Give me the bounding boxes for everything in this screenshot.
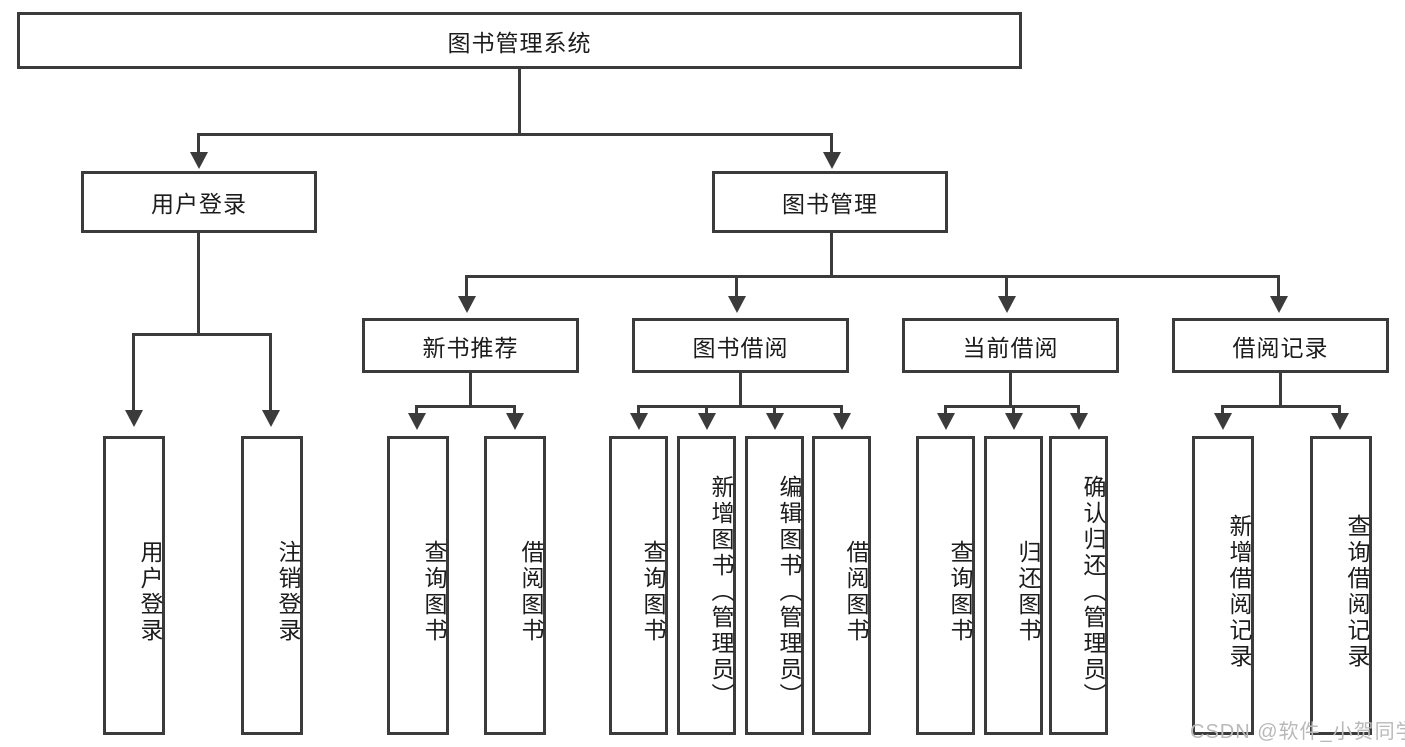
arrow-user-login-to-leaf-1	[125, 410, 143, 427]
node-current-borrow[interactable]: 当前借阅	[902, 318, 1119, 373]
connector-br-to-leaf-1	[1221, 405, 1224, 417]
connector-current-borrow-stem	[1009, 373, 1012, 407]
connector-bb-to-leaf-2	[705, 405, 708, 417]
node-leaf-query-borrow-record-label: 查询借阅记录	[1344, 513, 1370, 670]
node-leaf-confirm-return[interactable]: 确认归还（管理员）	[1049, 436, 1108, 735]
node-root[interactable]: 图书管理系统	[17, 12, 1022, 69]
arrow-root-to-user-login	[190, 152, 208, 169]
node-leaf-query-book-1[interactable]: 查询图书	[387, 436, 449, 735]
connector-bb-to-leaf-1	[637, 405, 640, 417]
connector-cb-to-leaf-2	[1012, 405, 1015, 417]
connector-user-login-stem	[197, 233, 200, 335]
arrow-bb-to-leaf-1	[630, 413, 648, 430]
connector-root-to-book-management	[830, 133, 833, 157]
node-borrow-record-label: 借阅记录	[1232, 334, 1329, 361]
connector-bm-to-new-book	[465, 275, 468, 299]
connector-root-bus	[197, 133, 833, 136]
connector-new-book-bus	[415, 405, 516, 408]
connector-nb-to-leaf-2	[513, 405, 516, 417]
connector-bb-to-leaf-3	[773, 405, 776, 417]
node-leaf-add-borrow-record-label: 新增借阅记录	[1226, 513, 1252, 670]
node-leaf-query-book-3[interactable]: 查询图书	[916, 436, 975, 735]
arrow-br-to-leaf-1	[1214, 413, 1232, 430]
node-user-login-label: 用户登录	[151, 191, 247, 217]
arrow-bm-to-current-borrow	[998, 296, 1016, 313]
connector-book-management-bus	[465, 275, 1280, 278]
node-leaf-query-book-2[interactable]: 查询图书	[609, 436, 668, 735]
node-leaf-confirm-return-label: 确认归还（管理员）	[1080, 474, 1106, 709]
connector-bm-to-book-borrow	[735, 275, 738, 299]
arrow-nb-to-leaf-2	[506, 413, 524, 430]
connector-borrow-record-stem	[1279, 373, 1282, 407]
node-leaf-borrow-book-2-label: 借阅图书	[843, 539, 869, 644]
node-book-borrow-label: 图书借阅	[692, 334, 789, 361]
connector-book-borrow-bus	[637, 405, 843, 408]
node-leaf-return-book[interactable]: 归还图书	[984, 436, 1043, 735]
node-book-management-label: 图书管理	[782, 191, 878, 217]
node-book-borrow[interactable]: 图书借阅	[632, 318, 849, 373]
arrow-root-to-book-management	[823, 152, 841, 169]
node-leaf-borrow-book-2[interactable]: 借阅图书	[812, 436, 871, 735]
arrow-bm-to-borrow-record	[1270, 296, 1288, 313]
node-new-book-recommend[interactable]: 新书推荐	[362, 318, 579, 373]
arrow-bb-to-leaf-2	[698, 413, 716, 430]
connector-root-to-user-login	[197, 133, 200, 157]
arrow-bb-to-leaf-3	[766, 413, 784, 430]
node-root-label: 图书管理系统	[447, 29, 592, 56]
arrow-nb-to-leaf-1	[408, 413, 426, 430]
arrow-user-login-to-leaf-2	[262, 410, 280, 427]
arrow-cb-to-leaf-2	[1005, 413, 1023, 430]
node-leaf-add-book[interactable]: 新增图书（管理员）	[677, 436, 736, 735]
connector-bb-to-leaf-4	[840, 405, 843, 417]
node-leaf-return-book-label: 归还图书	[1015, 539, 1041, 644]
connector-book-borrow-stem	[739, 373, 742, 407]
node-leaf-logout-login-label: 注销登录	[275, 539, 301, 644]
arrow-br-to-leaf-2	[1331, 413, 1349, 430]
connector-cb-to-leaf-1	[944, 405, 947, 417]
connector-bm-to-borrow-record	[1277, 275, 1280, 299]
node-user-login[interactable]: 用户登录	[81, 171, 317, 233]
connector-br-to-leaf-2	[1338, 405, 1341, 417]
connector-bm-to-current-borrow	[1005, 275, 1008, 299]
watermark-text: CSDN @软件_小贺同学	[1190, 721, 1405, 743]
node-current-borrow-label: 当前借阅	[962, 334, 1059, 361]
node-leaf-add-borrow-record[interactable]: 新增借阅记录	[1192, 436, 1254, 735]
node-leaf-borrow-book-1-label: 借阅图书	[518, 539, 544, 644]
node-leaf-user-login-label: 用户登录	[137, 539, 163, 644]
connector-borrow-record-bus	[1221, 405, 1341, 408]
arrow-cb-to-leaf-3	[1070, 413, 1088, 430]
node-leaf-query-book-1-label: 查询图书	[421, 539, 447, 644]
node-leaf-borrow-book-1[interactable]: 借阅图书	[484, 436, 546, 735]
node-leaf-query-borrow-record[interactable]: 查询借阅记录	[1310, 436, 1372, 735]
connector-nb-to-leaf-1	[415, 405, 418, 417]
connector-user-login-bus	[132, 333, 272, 336]
connector-new-book-stem	[469, 373, 472, 407]
connector-user-login-to-leaf-2	[269, 333, 272, 415]
connector-book-management-stem	[830, 233, 833, 277]
connector-user-login-to-leaf-1	[132, 333, 135, 415]
node-leaf-edit-book[interactable]: 编辑图书（管理员）	[745, 436, 804, 735]
node-leaf-query-book-3-label: 查询图书	[947, 539, 973, 644]
node-leaf-add-book-label: 新增图书（管理员）	[708, 474, 734, 709]
node-book-management[interactable]: 图书管理	[712, 171, 948, 233]
node-borrow-record[interactable]: 借阅记录	[1172, 318, 1389, 373]
node-leaf-query-book-2-label: 查询图书	[640, 539, 666, 644]
connector-cb-to-leaf-3	[1077, 405, 1080, 417]
node-new-book-recommend-label: 新书推荐	[422, 334, 519, 361]
arrow-bm-to-book-borrow	[728, 296, 746, 313]
node-leaf-logout-login[interactable]: 注销登录	[241, 436, 303, 735]
node-leaf-user-login[interactable]: 用户登录	[103, 436, 165, 735]
connector-current-borrow-bus	[944, 405, 1078, 408]
connector-root-stem	[518, 69, 521, 135]
arrow-bb-to-leaf-4	[833, 413, 851, 430]
node-leaf-edit-book-label: 编辑图书（管理员）	[776, 474, 802, 709]
arrow-bm-to-new-book	[458, 296, 476, 313]
arrow-cb-to-leaf-1	[937, 413, 955, 430]
